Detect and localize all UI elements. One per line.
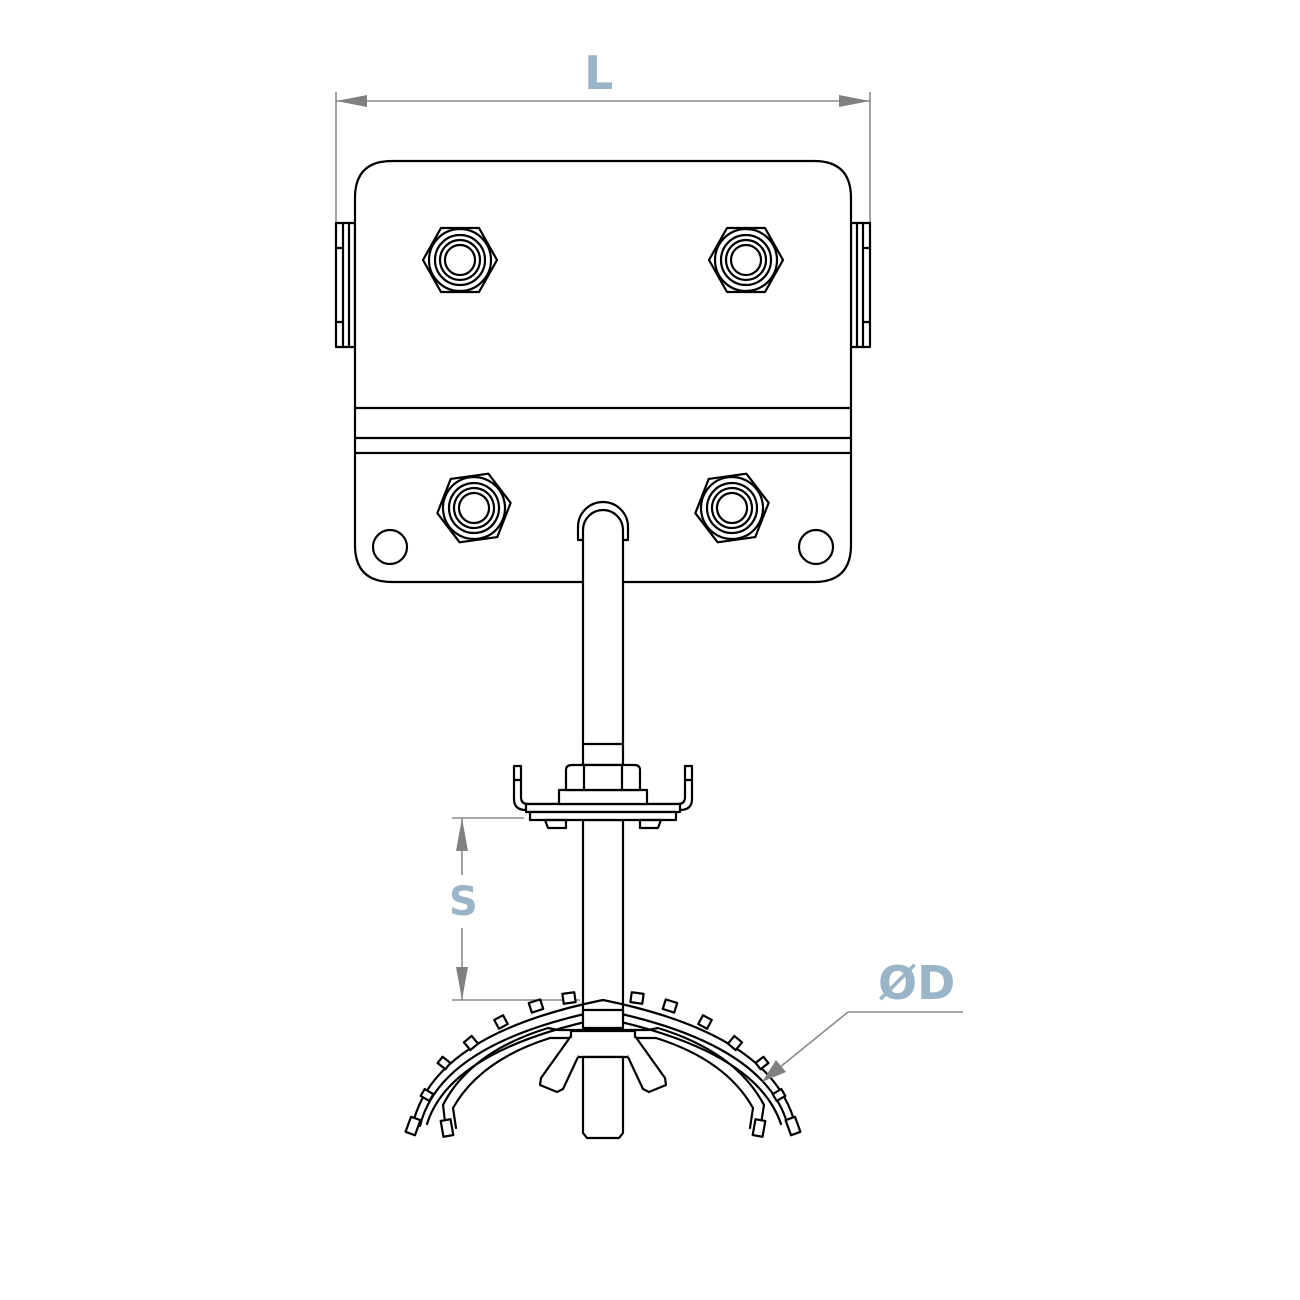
saddle-teeth [419, 991, 787, 1103]
dimension-spacing [452, 817, 580, 1001]
mounting-hole-left [371, 528, 409, 566]
hex-nut-top-right [707, 226, 785, 294]
dimension-label-diameter: ØD [878, 956, 956, 1010]
wing-nut [538, 1029, 668, 1140]
mounting-hole-right [797, 528, 835, 566]
hex-nut-bottom-right [694, 472, 770, 544]
threaded-rod [576, 500, 630, 1022]
u-clip-clamp [512, 763, 694, 830]
hex-nut-bottom-left [436, 472, 512, 544]
dimension-label-spacing: S [449, 879, 478, 925]
dimension-label-length: L [584, 46, 614, 100]
dimension-diameter [762, 1011, 963, 1082]
hex-nut-top-left [421, 226, 499, 294]
